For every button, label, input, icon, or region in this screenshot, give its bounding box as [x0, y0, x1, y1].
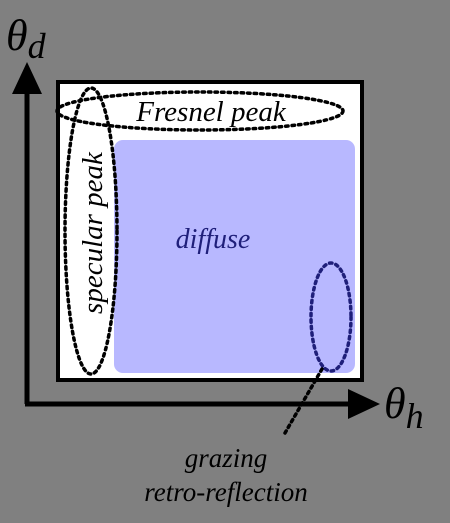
grazing-label-line1: grazing — [185, 443, 268, 473]
grazing-leader-line — [283, 367, 324, 435]
fresnel-peak-ellipse — [55, 90, 345, 132]
y-axis-label: θd — [6, 11, 47, 66]
specular-peak-label: specular peak — [77, 151, 109, 314]
y-axis-subscript: d — [28, 26, 47, 66]
grazing-retro-reflection-ellipse — [309, 261, 353, 373]
y-axis-arrowhead — [12, 62, 42, 94]
x-axis-subscript: h — [406, 396, 424, 436]
x-axis-arrowhead — [348, 389, 380, 419]
x-axis-label: θh — [384, 379, 424, 436]
fresnel-peak-label: Fresnel peak — [135, 96, 287, 128]
grazing-label-line2: retro-reflection — [144, 477, 307, 507]
specular-peak-ellipse — [63, 86, 119, 376]
x-axis-symbol: θ — [384, 379, 406, 428]
y-axis-symbol: θ — [6, 11, 28, 60]
diffuse-region — [114, 140, 355, 373]
diffuse-label: diffuse — [176, 224, 251, 255]
